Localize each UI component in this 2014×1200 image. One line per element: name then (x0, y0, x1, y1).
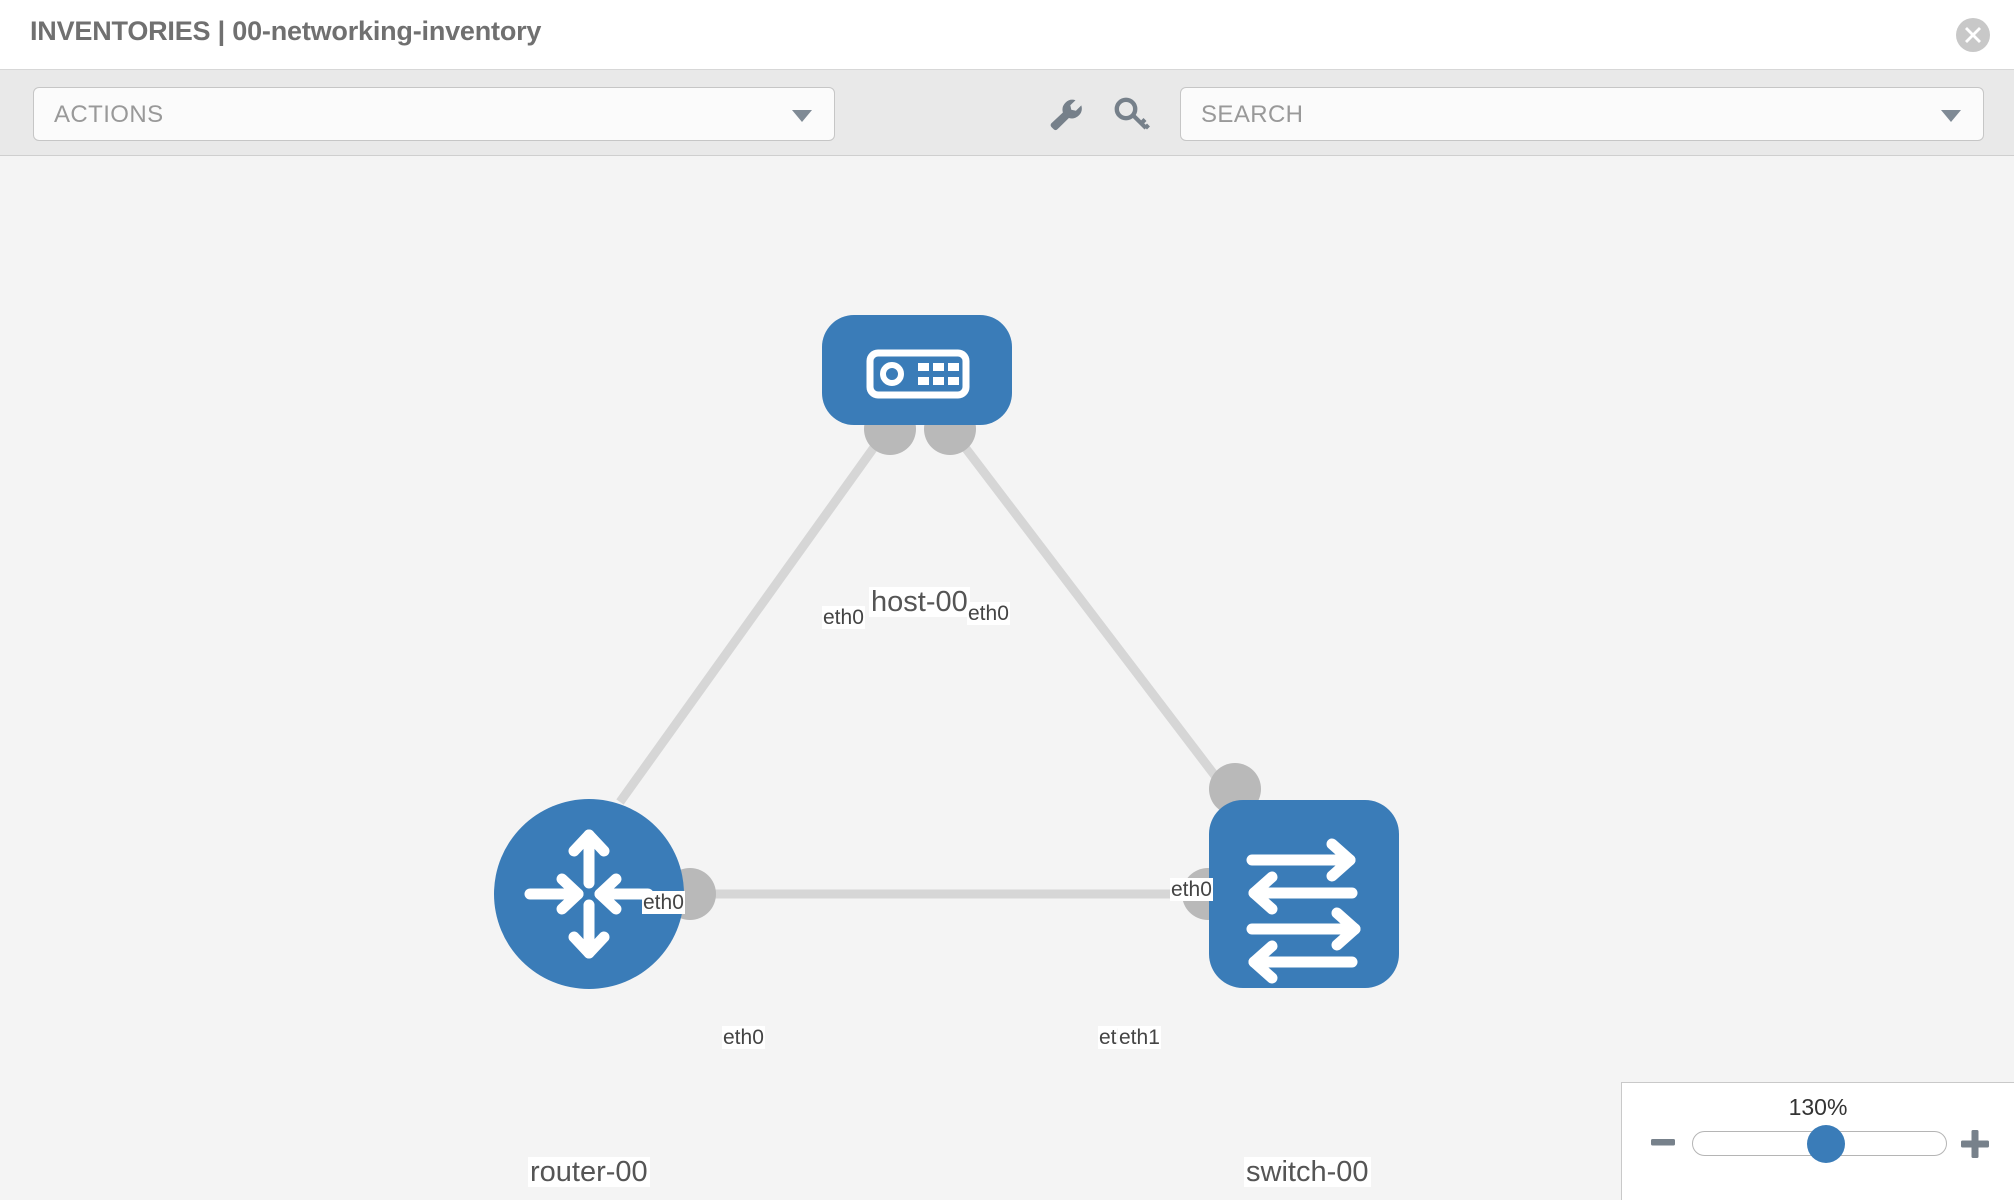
iface-label-host-eth0-right: eth0 (967, 602, 1010, 626)
minus-icon[interactable] (1650, 1129, 1676, 1160)
link-host-router (616, 422, 894, 805)
wrench-icon[interactable] (1046, 97, 1084, 131)
key-icon[interactable] (1114, 97, 1152, 131)
zoom-slider[interactable] (1692, 1125, 1947, 1163)
node-router-00[interactable] (494, 799, 684, 989)
search-placeholder: SEARCH (1201, 101, 1304, 128)
chevron-down-icon (1941, 110, 1961, 122)
iface-label-switch-eth1-trunk: eth1 (1118, 1026, 1161, 1050)
chevron-down-icon (792, 110, 812, 122)
close-icon[interactable] (1956, 18, 1990, 52)
interface-stubs (664, 403, 1261, 920)
actions-dropdown[interactable]: ACTIONS (33, 87, 835, 141)
node-label-router-00: router-00 (528, 1156, 650, 1188)
toolbar: ACTIONS SEARCH (0, 70, 2014, 156)
actions-dropdown-label: ACTIONS (54, 101, 164, 128)
node-switch-00[interactable] (1209, 800, 1399, 988)
zoom-level-value: 130% (1788, 1094, 1848, 1120)
zoom-slider-thumb[interactable] (1807, 1125, 1845, 1163)
topology-links (616, 422, 1239, 899)
plus-icon[interactable] (1960, 1129, 1990, 1164)
link-host-switch (944, 422, 1239, 805)
node-label-switch-00: switch-00 (1244, 1156, 1371, 1188)
search-input[interactable]: SEARCH (1180, 87, 1984, 141)
page-header: INVENTORIES | 00-networking-inventory (0, 0, 2014, 70)
topology-svg (494, 315, 1399, 989)
server-icon (866, 349, 970, 399)
iface-label-switch-eth0-uplink: eth0 (1170, 878, 1213, 902)
topology-canvas[interactable]: host-00 router-00 switch-00 eth0 eth0 et… (0, 157, 2014, 1200)
zoom-control-panel: 130% (1621, 1082, 2014, 1200)
iface-label-router-eth0-trunk: eth0 (722, 1026, 765, 1050)
page-title: INVENTORIES | 00-networking-inventory (30, 16, 542, 46)
iface-label-host-eth0-left: eth0 (822, 606, 865, 630)
node-label-host-00: host-00 (869, 586, 970, 618)
switch-arrows-icon (1246, 838, 1361, 984)
node-host-00[interactable] (822, 315, 1012, 425)
router-arrows-icon (524, 829, 654, 959)
iface-label-router-eth0-uplink: eth0 (642, 891, 685, 915)
